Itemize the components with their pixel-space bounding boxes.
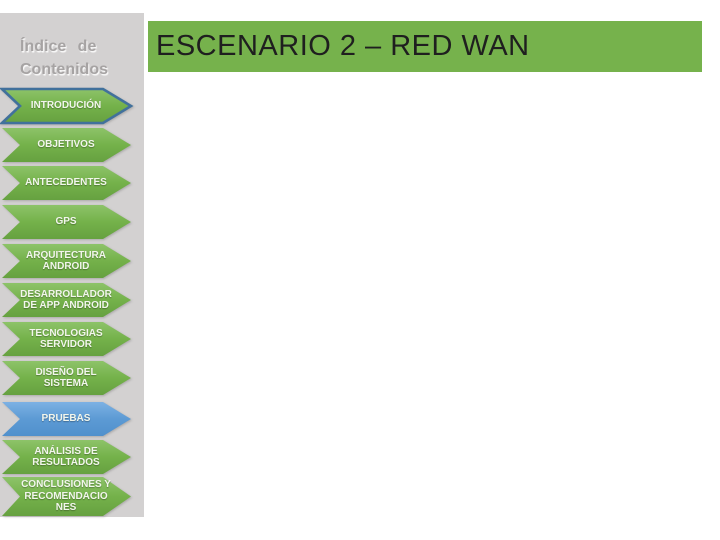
- chevron-arrow-icon: [2, 244, 131, 278]
- toc-item-antecedentes[interactable]: ANTECEDENTES: [0, 166, 132, 200]
- slide-title-bar: ESCENARIO 2 – RED WAN: [148, 21, 702, 72]
- chevron-arrow-icon: [2, 322, 131, 356]
- toc-item-pruebas[interactable]: PRUEBAS: [0, 402, 132, 436]
- toc-item-gps[interactable]: GPS: [0, 205, 132, 239]
- chevron-arrow-icon: [2, 283, 131, 317]
- toc-item-conclusiones-recomendaciones[interactable]: CONCLUSIONES Y RECOMENDACIO NES: [0, 477, 132, 516]
- toc-item-desarrollador-app-android[interactable]: DESARROLLADOR DE APP ANDROID: [0, 283, 132, 317]
- toc-item-arquitectura-android[interactable]: ARQUITECTURA ANDROID: [0, 244, 132, 278]
- chevron-arrow-icon: [2, 166, 131, 200]
- chevron-arrow-icon: [2, 205, 131, 239]
- slide-title: ESCENARIO 2 – RED WAN: [156, 30, 530, 62]
- toc-item-objetivos[interactable]: OBJETIVOS: [0, 128, 132, 162]
- toc-heading: Índice de Contenidos: [20, 38, 108, 78]
- chevron-arrow-icon: [0, 89, 132, 123]
- chevron-arrow-icon: [2, 361, 131, 395]
- toc-item-tecnologias-servidor[interactable]: TECNOLOGIAS SERVIDOR: [0, 322, 132, 356]
- chevron-arrow-icon: [2, 440, 131, 474]
- chevron-arrow-icon: [2, 477, 131, 516]
- toc-item-diseno-del-sistema[interactable]: DISEÑO DEL SISTEMA: [0, 361, 132, 395]
- chevron-arrow-icon: [2, 402, 131, 436]
- toc-item-analisis-de-resultados[interactable]: ANÁLISIS DE RESULTADOS: [0, 440, 132, 474]
- chevron-arrow-icon: [2, 128, 131, 162]
- toc-item-introducion[interactable]: INTRODUCIÓN: [0, 89, 132, 123]
- sidebar-toc: Índice de Contenidos INTRODUCIÓN OBJETIV…: [0, 13, 144, 517]
